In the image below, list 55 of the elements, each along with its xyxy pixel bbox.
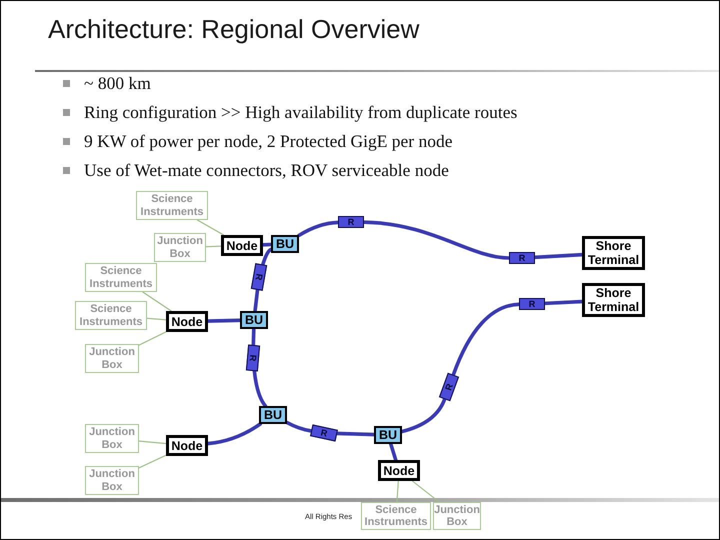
slide-title: Architecture: Regional Overview (48, 14, 420, 45)
cable-line (297, 220, 340, 238)
repeater-box: R (310, 424, 338, 442)
connector-line (142, 291, 172, 312)
cable-line (543, 300, 584, 306)
repeater-box: R (250, 263, 268, 291)
bullet-text: Use of Wet-mate connectors, ROV serviceable node (84, 160, 449, 180)
bullet-text: 9 KW of power per node, 2 Protected GigE per node (84, 131, 453, 151)
repeater-box: R (246, 344, 260, 372)
equipment-box: Junction Box (433, 502, 481, 530)
equipment-box: Science Instruments (75, 301, 147, 330)
branching-unit-box: BU (259, 406, 287, 424)
repeater-box: R (438, 372, 460, 402)
node-box: Node (221, 235, 263, 256)
cable-line (400, 397, 446, 434)
equipment-box: Junction Box (85, 424, 139, 453)
cable-line (252, 369, 268, 408)
cable-line (261, 242, 273, 247)
cable-line (206, 422, 262, 446)
terminal-box: Shore Terminal (582, 283, 645, 317)
equipment-box: Junction Box (154, 233, 206, 262)
connector-line (138, 331, 167, 346)
node-box: Node (166, 435, 208, 456)
terminal-box: Shore Terminal (582, 236, 645, 270)
cable-line (389, 442, 398, 462)
node-box: Node (378, 460, 420, 481)
equipment-box: Junction Box (85, 466, 139, 495)
branching-unit-box: BU (240, 311, 268, 329)
node-box: Node (166, 311, 208, 332)
cable-line (335, 432, 376, 436)
cable-line (261, 248, 273, 266)
equipment-box: Junction Box (85, 344, 139, 373)
cable-line (533, 252, 584, 260)
repeater-box: R (519, 298, 545, 310)
connector-line (412, 480, 440, 503)
bullet-text: Ring configuration >> High availability from duplicate routes (84, 102, 518, 122)
connector-line (396, 480, 399, 503)
branching-unit-box: BU (374, 426, 402, 444)
connector-line (138, 454, 167, 468)
connector-line (196, 219, 224, 236)
connector-line (138, 440, 167, 444)
cable-line (452, 302, 521, 377)
equipment-box: Science Instruments (85, 263, 157, 292)
connector-line (205, 246, 222, 248)
equipment-box: Science Instruments (136, 191, 208, 220)
equipment-box: Science Instruments (361, 502, 431, 530)
repeater-box: R (338, 216, 364, 228)
cable-line (285, 420, 313, 433)
cable-line (206, 318, 242, 323)
branching-unit-box: BU (271, 235, 299, 253)
cable-line (252, 327, 256, 347)
bullet-text: ~ 800 km (84, 73, 151, 93)
repeater-box: R (509, 252, 535, 264)
connector-line (146, 318, 167, 320)
cable-line (362, 220, 511, 260)
